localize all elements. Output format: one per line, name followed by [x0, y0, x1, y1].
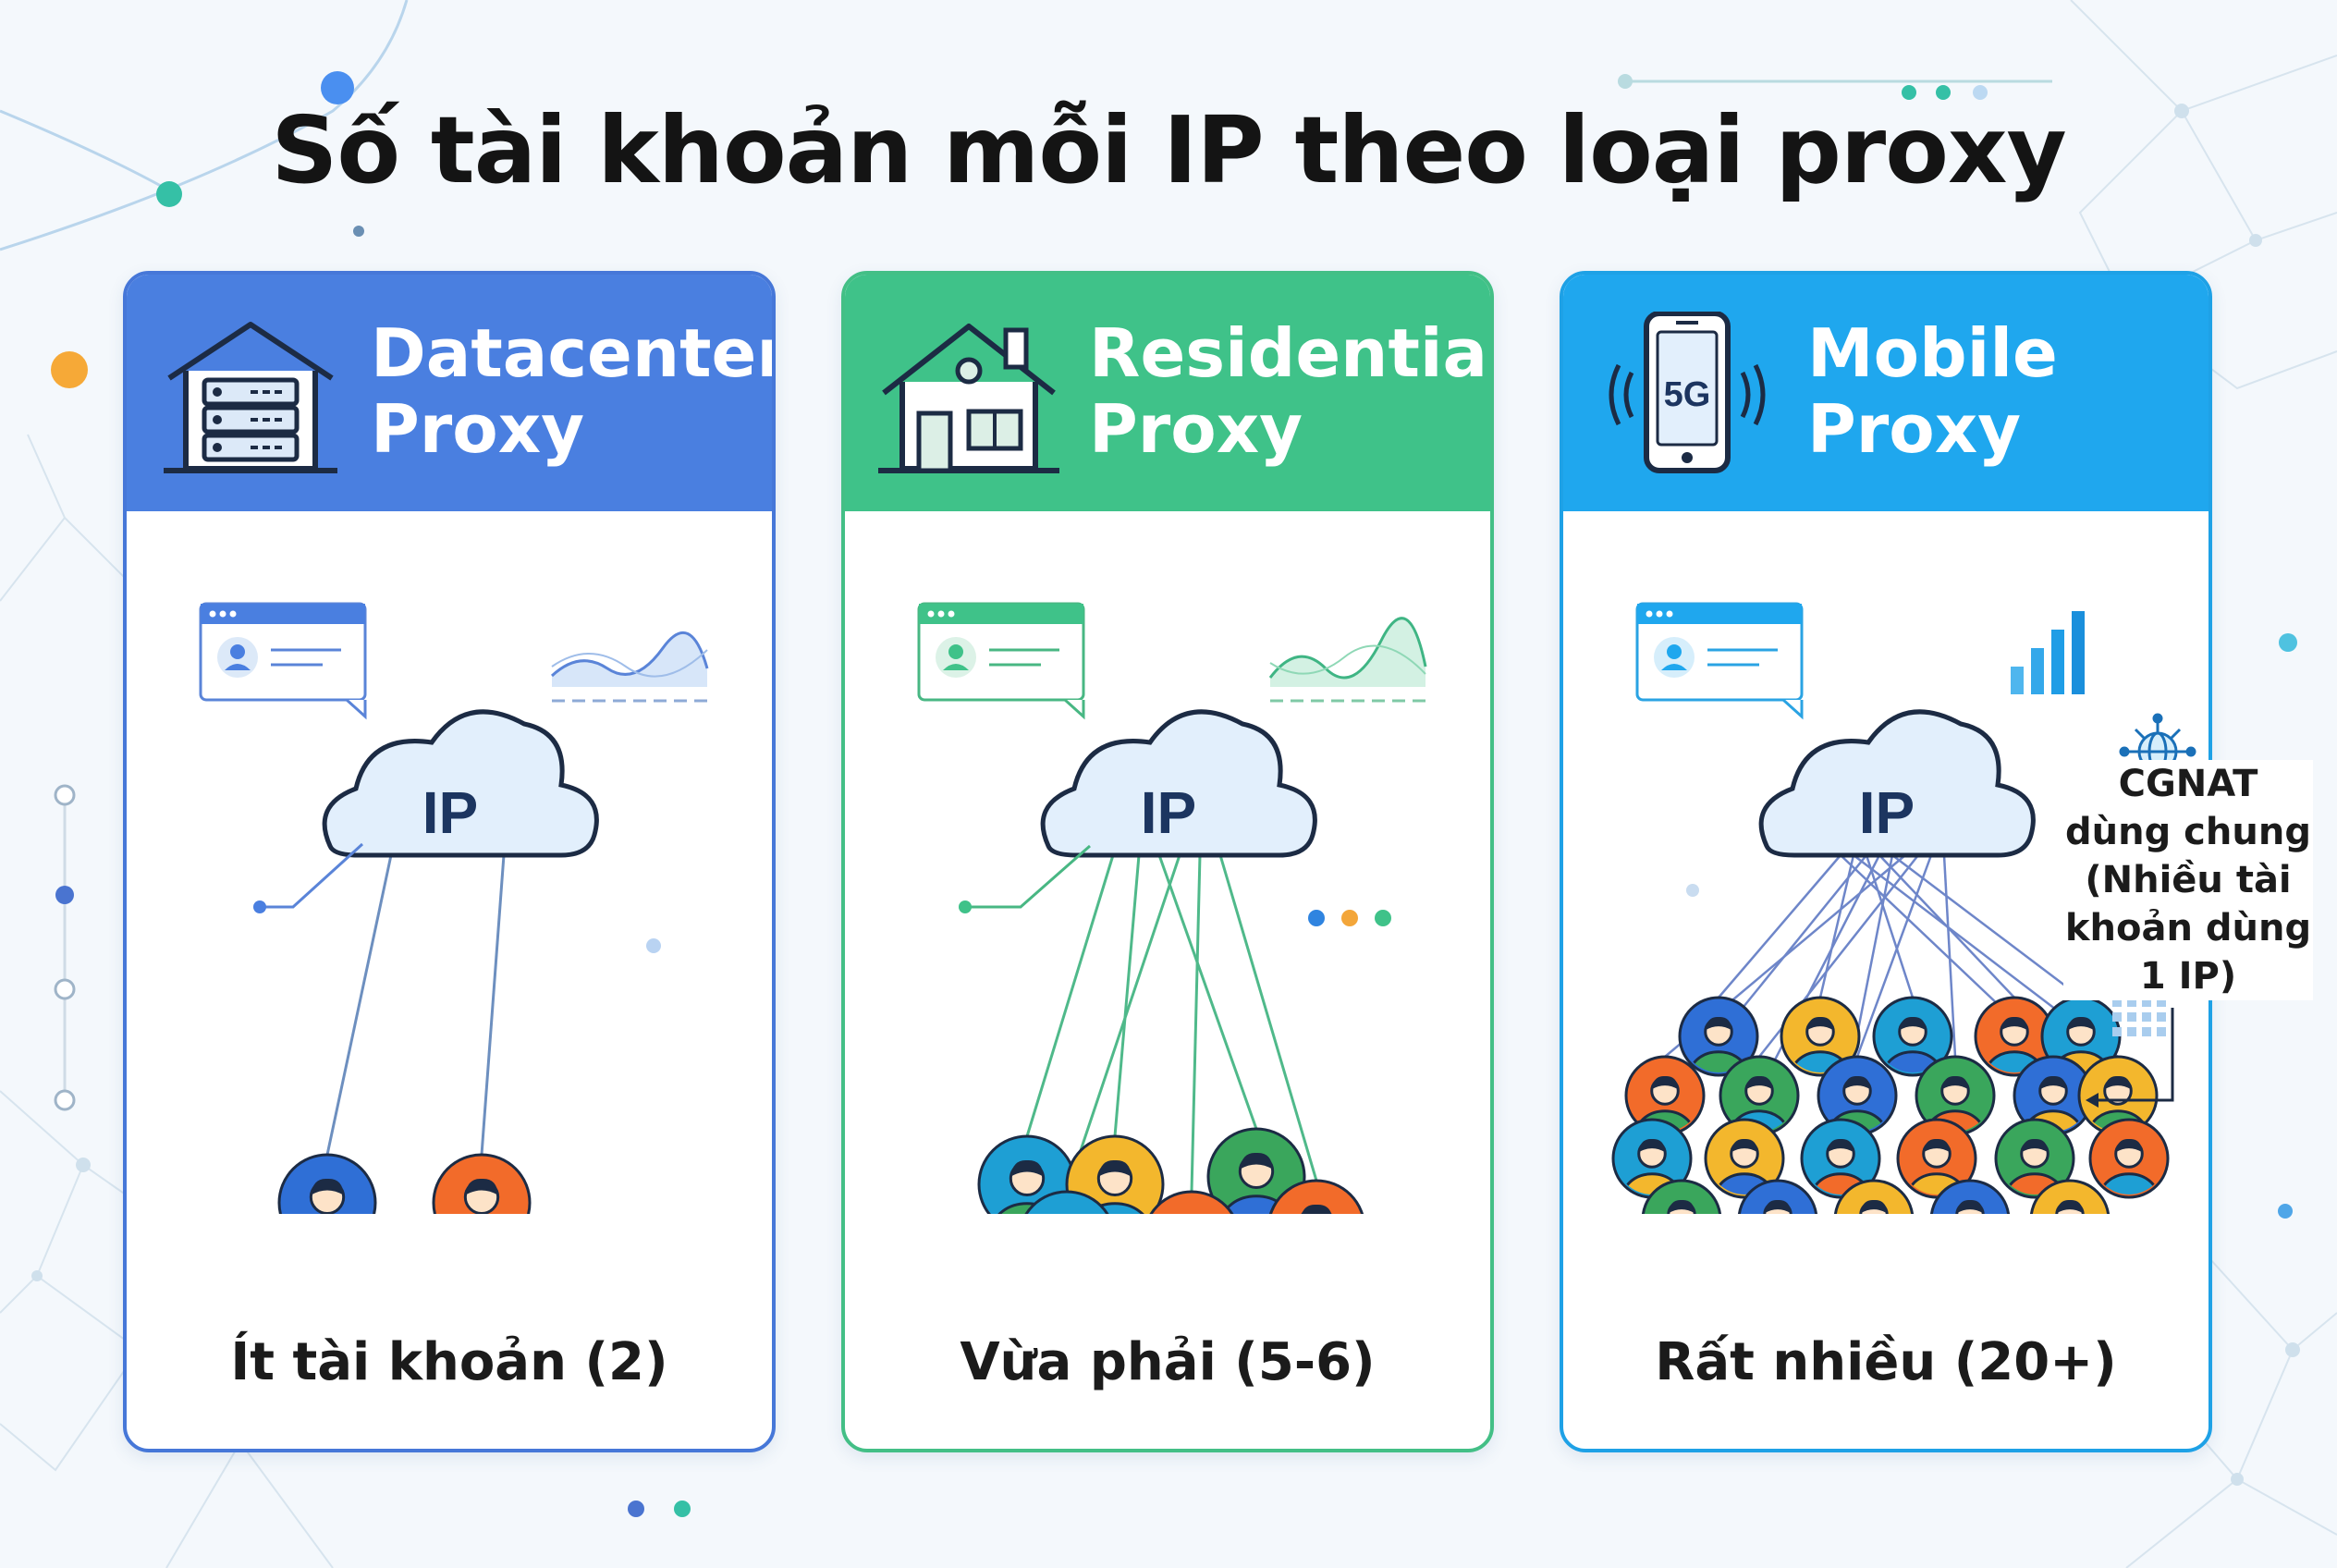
- connection-line: [1855, 854, 1933, 1058]
- datacenter-cloud: IP: [322, 709, 599, 858]
- user-avatar-icon: [277, 1153, 377, 1214]
- connection-line: [1218, 854, 1318, 1182]
- residential-caption: Vừa phải (5-6): [960, 1332, 1376, 1392]
- user-avatar-icon: [432, 1153, 532, 1214]
- user-avatar-icon: [1872, 996, 1953, 1077]
- residential-title-line2: Proxy: [1089, 390, 1303, 468]
- mobile-caption: Rất nhiều (20+): [1655, 1332, 2117, 1392]
- user-avatar-icon: [1896, 1118, 1977, 1199]
- connection-line: [1865, 854, 1915, 998]
- cgnat-line5: 1 IP): [2139, 955, 2237, 998]
- wave-chart-icon: [1268, 617, 1427, 703]
- connection-line: [1190, 854, 1202, 1193]
- connection-line: [325, 854, 393, 1156]
- datacenter-connection-lines: [325, 854, 506, 1156]
- cgnat-note: CGNAT dùng chung (Nhiều tài khoản dùng 1…: [2063, 760, 2313, 1000]
- house-icon: [878, 324, 1059, 473]
- user-avatar-icon: [1641, 1179, 1722, 1214]
- datacenter-cloud-label: IP: [422, 779, 478, 846]
- residential-card-header: Residential Proxy: [845, 275, 1490, 511]
- user-avatar-icon: [1974, 996, 2055, 1077]
- datacenter-title-line2: Proxy: [371, 390, 585, 468]
- residential-cloud-label: IP: [1141, 779, 1196, 846]
- residential-diagram: IP: [917, 602, 1427, 1214]
- residential-title: Residential Proxy: [1089, 314, 1494, 468]
- user-avatar-icon: [1994, 1118, 2075, 1199]
- mobile-cloud-label: IP: [1859, 779, 1915, 846]
- browser-window-icon: [917, 602, 1085, 720]
- user-avatar-icon: [1268, 1179, 1364, 1214]
- grid-dots-icon: [2112, 998, 2166, 1036]
- connection-line: [1113, 854, 1141, 1137]
- connection-line: [1718, 854, 1841, 998]
- wave-chart-icon: [550, 631, 709, 703]
- page-title: Số tài khoản mỗi IP theo loại proxy: [271, 96, 2066, 204]
- datacenter-accounts: [277, 1153, 532, 1214]
- datacenter-diagram: IP: [199, 602, 709, 1214]
- mobile-card-header: 5G Mobile Proxy: [1563, 275, 2209, 511]
- residential-cloud: IP: [1040, 709, 1317, 858]
- user-avatar-icon: [2029, 1179, 2111, 1214]
- connection-line: [1891, 854, 2082, 998]
- connection-line: [1065, 854, 1181, 1193]
- residential-accounts: [977, 1127, 1364, 1214]
- connection-line: [1157, 854, 1258, 1130]
- datacenter-caption: Ít tài khoản (2): [230, 1332, 668, 1392]
- mobile-title: Mobile Proxy: [1807, 314, 2209, 468]
- residential-title-line1: Residential: [1089, 314, 1494, 392]
- cgnat-line4: khoản dùng: [2064, 907, 2312, 949]
- datacenter-card-header: Datacenter Proxy: [127, 275, 772, 511]
- cgnat-line1: CGNAT: [2118, 763, 2258, 805]
- connection-line: [1025, 854, 1115, 1137]
- connection-line: [480, 854, 506, 1156]
- cgnat-line2: dùng chung: [2065, 811, 2311, 853]
- user-avatar-icon: [1024, 1190, 1109, 1214]
- datacenter-title: Datacenter Proxy: [371, 314, 776, 468]
- browser-window-icon: [199, 602, 367, 720]
- mobile-diagram: IP: [1611, 602, 2196, 1214]
- user-avatar-icon: [1737, 1179, 1818, 1214]
- cgnat-line3: (Nhiều tài: [2085, 859, 2292, 901]
- datacenter-card: Datacenter Proxy IP Ít tài: [123, 271, 776, 1452]
- connection-line: [1942, 854, 1957, 1058]
- user-avatar-icon: [1149, 1190, 1234, 1214]
- browser-window-icon: [1635, 602, 1804, 720]
- residential-card: Residential Proxy IP: [841, 271, 1494, 1452]
- mobile-title-line1: Mobile: [1807, 314, 2058, 392]
- user-avatar-icon: [1929, 1179, 2011, 1214]
- 5g-phone-icon: 5G: [1609, 312, 1766, 473]
- server-building-icon: [164, 322, 337, 473]
- signal-bars-icon: [2011, 611, 2085, 694]
- user-avatar-icon: [1678, 996, 1759, 1077]
- user-avatar-icon: [1065, 1134, 1165, 1214]
- datacenter-title-line1: Datacenter: [371, 314, 776, 392]
- mobile-title-line2: Proxy: [1807, 390, 2022, 468]
- residential-connection-lines: [1025, 854, 1318, 1193]
- mobile-cloud: IP: [1758, 709, 2036, 858]
- user-avatar-icon: [1833, 1179, 1915, 1214]
- 5g-badge: 5G: [1664, 375, 1711, 414]
- user-avatar-icon: [2088, 1118, 2170, 1199]
- mobile-accounts: [1611, 996, 2170, 1214]
